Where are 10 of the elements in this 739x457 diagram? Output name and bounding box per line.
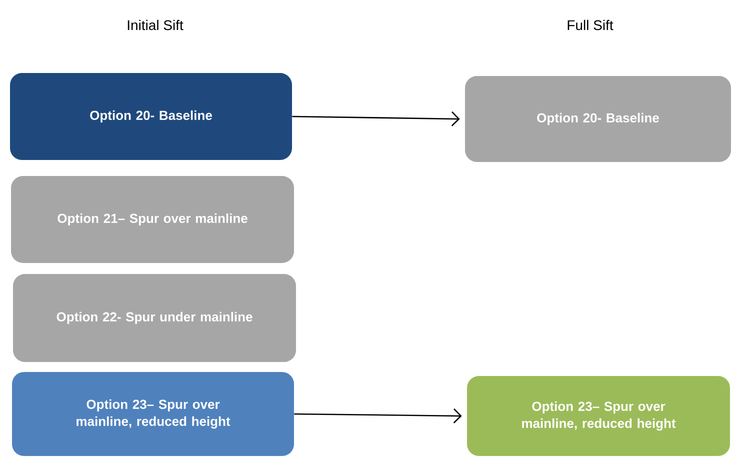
column-heading: Full Sift bbox=[568, 20, 614, 30]
option-box: Option 20- Baseline bbox=[465, 76, 731, 162]
option-box: Option 21– Spur over mainline bbox=[11, 176, 294, 263]
option-box: Option 22- Spur under mainline bbox=[13, 274, 296, 362]
column-heading: Initial Sift bbox=[128, 20, 184, 30]
arrow bbox=[292, 111, 460, 126]
option-box: Option 20- Baseline bbox=[10, 73, 292, 160]
arrow bbox=[294, 408, 462, 424]
option-box: Option 23– Spur over mainline, reduced height bbox=[467, 376, 730, 456]
option-box: Option 23– Spur over mainline, reduced height bbox=[12, 372, 294, 456]
